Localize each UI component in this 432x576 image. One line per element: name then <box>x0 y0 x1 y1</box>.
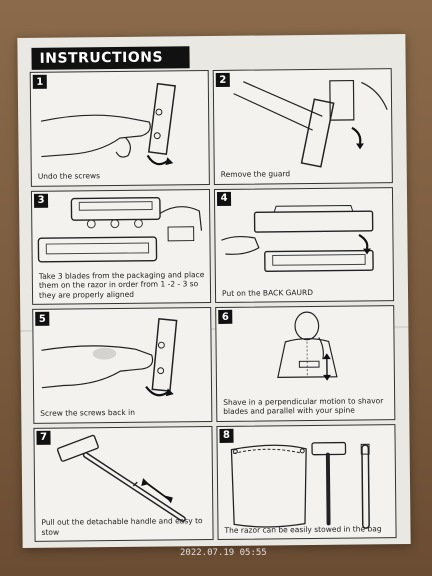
step-caption: Shave in a perpendicular motion to shavo… <box>223 395 384 417</box>
step-caption: The razor can be easily stowed in the ba… <box>224 523 382 535</box>
remove-guard-illustration <box>233 79 388 168</box>
instruction-sheet: INSTRUCTIONS 1 Undo the screws 2 <box>17 33 411 549</box>
storage-bag-illustration <box>230 441 370 529</box>
step-caption: Pull out the detachable handle and easy … <box>41 516 203 537</box>
back-guard-illustration <box>221 204 374 272</box>
step-panel-8: 8 The razor can be easily stowed in the … <box>216 423 397 540</box>
step-panel-6: 6 Shave in a perpendicular motion to sha… <box>215 305 396 422</box>
hand-unscrew-illustration <box>40 82 177 166</box>
step-panel-1: 1 Undo the screws <box>29 70 210 187</box>
step-caption: Put on the BACK GAURD <box>221 287 314 298</box>
step-caption: Undo the screws <box>37 171 101 181</box>
step-panel-2: 2 Remove the guard <box>212 68 393 185</box>
step-panel-4: 4 Put on the BACK GAURD <box>213 186 395 303</box>
hand-screw-illustration <box>41 318 178 397</box>
step-caption: Take 3 blades from the packaging and pla… <box>38 269 205 300</box>
step-panel-5: 5 Screw the screws back in <box>32 307 213 424</box>
place-blades-illustration <box>37 196 203 263</box>
step-caption: Remove the guard <box>220 169 291 180</box>
detachable-handle-illustration <box>56 434 186 522</box>
instructions-header: INSTRUCTIONS <box>31 46 190 70</box>
back-shaving-illustration <box>277 311 338 381</box>
step-panel-3: 3 Take 3 blades from the packaging and p… <box>30 188 212 305</box>
photo-timestamp: 2022.07.19 05:55 <box>180 548 267 558</box>
steps-grid: 1 Undo the screws 2 <box>29 68 397 542</box>
step-panel-7: 7 Pull out the detachable handle and eas… <box>33 425 214 542</box>
step-caption: Screw the screws back in <box>40 407 135 418</box>
